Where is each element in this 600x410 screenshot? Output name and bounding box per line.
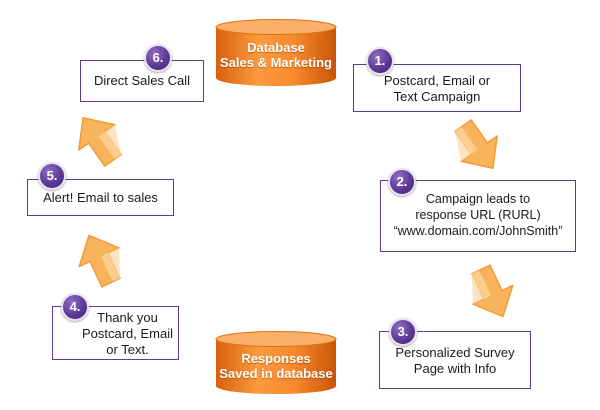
step-5-badge: 5. bbox=[38, 162, 66, 190]
cylinder-icon bbox=[215, 331, 337, 394]
step-2-badge: 2. bbox=[388, 168, 416, 196]
step-6-box: Direct Sales Call bbox=[80, 60, 204, 102]
step-6-text: Direct Sales Call bbox=[93, 73, 191, 88]
cylinder-icon bbox=[215, 19, 337, 86]
step-2-box: Campaign leads to response URL (RURL) “w… bbox=[380, 180, 576, 252]
step-4-badge: 4. bbox=[61, 293, 89, 321]
arrow-down-right-icon bbox=[454, 119, 498, 170]
step-3-badge: 3. bbox=[389, 318, 417, 346]
database-top-cylinder: Database Sales & Marketing bbox=[214, 18, 338, 88]
step-1-text: Postcard, Email or Text Campaign bbox=[383, 73, 491, 104]
arrow-up-icon bbox=[78, 234, 121, 288]
step-2-text: Campaign leads to response URL (RURL) “w… bbox=[393, 192, 563, 238]
step-4-text: Thank you Postcard, Email or Text. bbox=[81, 310, 174, 357]
step-5-text: Alert! Email to sales bbox=[43, 190, 158, 205]
database-bottom-label: Responses Saved in database bbox=[219, 351, 333, 381]
step-1-box: Postcard, Email or Text Campaign bbox=[353, 64, 521, 112]
step-6-badge: 6. bbox=[144, 44, 172, 72]
database-bottom-cylinder: Responses Saved in database bbox=[214, 330, 338, 396]
arrow-up-right-icon bbox=[78, 116, 122, 167]
step-3-text: Personalized Survey Page with Info bbox=[395, 345, 515, 376]
step-5-box: Alert! Email to sales bbox=[27, 179, 174, 216]
step-1-badge: 1. bbox=[366, 47, 394, 75]
database-top-label: Database Sales & Marketing bbox=[220, 40, 332, 70]
arrow-down-icon bbox=[471, 264, 514, 318]
